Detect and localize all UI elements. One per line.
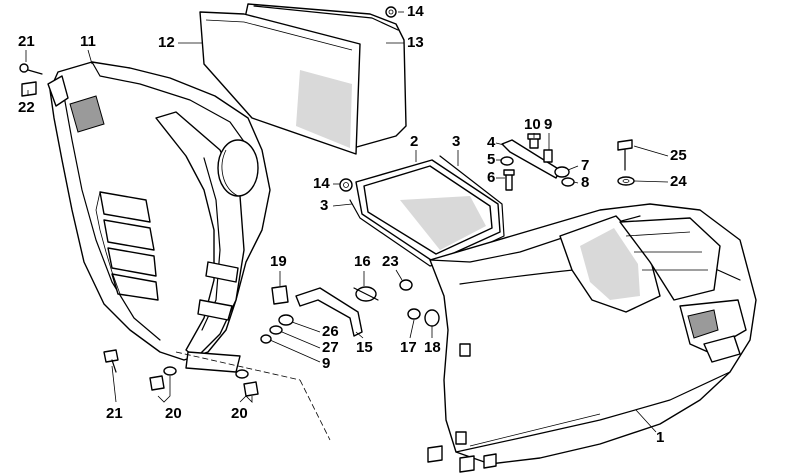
callout-25: 25: [670, 147, 687, 164]
callout-3: 3: [452, 133, 461, 150]
callout-11: 11: [80, 33, 96, 50]
callout-27: 27: [322, 339, 339, 356]
callout-14: 14: [407, 3, 424, 20]
callout-14: 14: [313, 175, 330, 192]
callout-20: 20: [165, 405, 182, 422]
fairing-side-panel-11: [47, 61, 271, 373]
callout-10: 10: [524, 116, 541, 133]
callout-8: 8: [581, 174, 590, 191]
callout-17: 17: [400, 339, 417, 356]
hardware-parts: [19, 6, 635, 397]
callout-22: 22: [18, 99, 35, 116]
callout-21: 21: [18, 33, 35, 50]
callout-20: 20: [231, 405, 248, 422]
callout-13: 13: [407, 34, 424, 51]
callout-9: 9: [322, 355, 331, 372]
callout-23: 23: [382, 253, 399, 270]
callout-6: 6: [487, 169, 496, 186]
callout-7: 7: [581, 157, 590, 174]
callout-3: 3: [320, 197, 329, 214]
small-window-2-with-seals-3: [349, 155, 505, 267]
callout-21: 21: [106, 405, 123, 422]
callout-1: 1: [656, 429, 665, 446]
callout-19: 19: [270, 253, 287, 270]
callout-16: 16: [354, 253, 371, 270]
callout-4: 4: [487, 134, 496, 151]
windscreen-12-with-seal-13: [199, 3, 407, 155]
callout-12: 12: [158, 34, 175, 51]
callout-9: 9: [544, 116, 553, 133]
leader-lines: [25, 11, 669, 441]
callout-24: 24: [670, 173, 687, 190]
callout-26: 26: [322, 323, 339, 340]
callout-5: 5: [487, 151, 496, 168]
front-fairing-1: [427, 203, 757, 473]
callout-15: 15: [356, 339, 373, 356]
callout-2: 2: [410, 133, 419, 150]
callout-18: 18: [424, 339, 441, 356]
